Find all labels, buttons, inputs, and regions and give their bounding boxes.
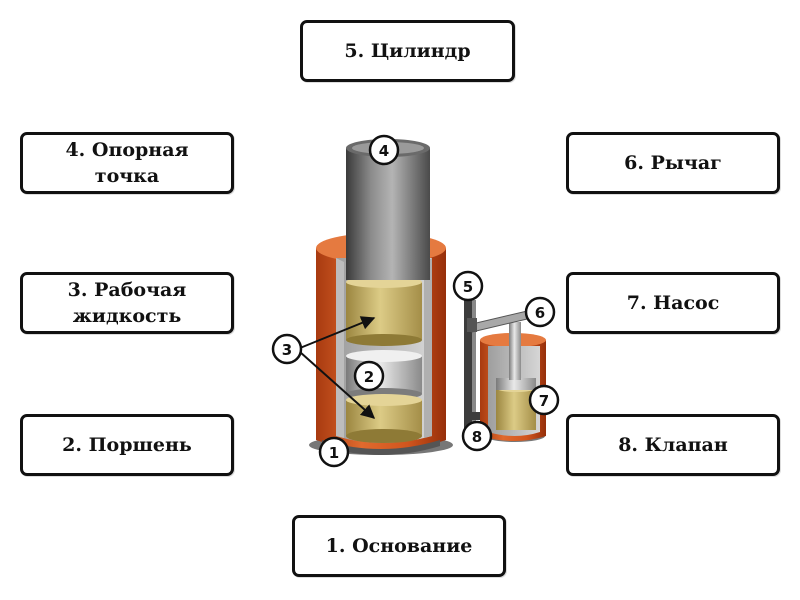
marker-3: 3 bbox=[271, 333, 303, 365]
marker-1: 1 bbox=[318, 436, 350, 468]
label-working-fluid-text: 3. Рабочая жидкость bbox=[67, 279, 187, 327]
marker-8-text: 8 bbox=[472, 428, 482, 446]
label-valve: 8. Клапан bbox=[566, 414, 780, 476]
marker-3-text: 3 bbox=[282, 341, 292, 359]
marker-8: 8 bbox=[461, 420, 493, 452]
marker-5: 5 bbox=[452, 270, 484, 302]
label-valve-text: 8. Клапан bbox=[618, 434, 728, 456]
label-piston: 2. Поршень bbox=[20, 414, 234, 476]
label-base-text: 1. Основание bbox=[325, 535, 473, 557]
fluid-arrows bbox=[299, 316, 376, 419]
marker-6-text: 6 bbox=[535, 304, 545, 322]
label-cylinder-text: 5. Цилиндр bbox=[344, 40, 471, 62]
label-base: 1. Основание bbox=[292, 515, 506, 577]
label-cylinder: 5. Цилиндр bbox=[300, 20, 515, 82]
marker-7-text: 7 bbox=[539, 392, 549, 410]
marker-2: 2 bbox=[353, 360, 385, 392]
marker-7: 7 bbox=[528, 384, 560, 416]
marker-5-text: 5 bbox=[463, 278, 473, 296]
marker-4-text: 4 bbox=[379, 142, 389, 160]
label-piston-text: 2. Поршень bbox=[62, 434, 192, 456]
label-working-fluid: 3. Рабочая жидкость bbox=[20, 272, 234, 334]
upper-fluid-chamber bbox=[346, 276, 422, 346]
marker-4: 4 bbox=[368, 134, 400, 166]
lower-fluid-chamber bbox=[346, 394, 422, 443]
marker-2-text: 2 bbox=[364, 368, 374, 386]
marker-1-text: 1 bbox=[329, 444, 339, 462]
ram-column bbox=[346, 139, 430, 280]
label-support-point-text: 4. Опорная точка bbox=[65, 139, 189, 187]
label-lever-text: 6. Рычаг bbox=[624, 152, 722, 174]
label-support-point: 4. Опорная точка bbox=[20, 132, 234, 194]
pump-cylinder bbox=[480, 322, 546, 442]
marker-6: 6 bbox=[524, 296, 556, 328]
label-pump: 7. Насос bbox=[566, 272, 780, 334]
label-lever: 6. Рычаг bbox=[566, 132, 780, 194]
label-pump-text: 7. Насос bbox=[626, 292, 720, 314]
